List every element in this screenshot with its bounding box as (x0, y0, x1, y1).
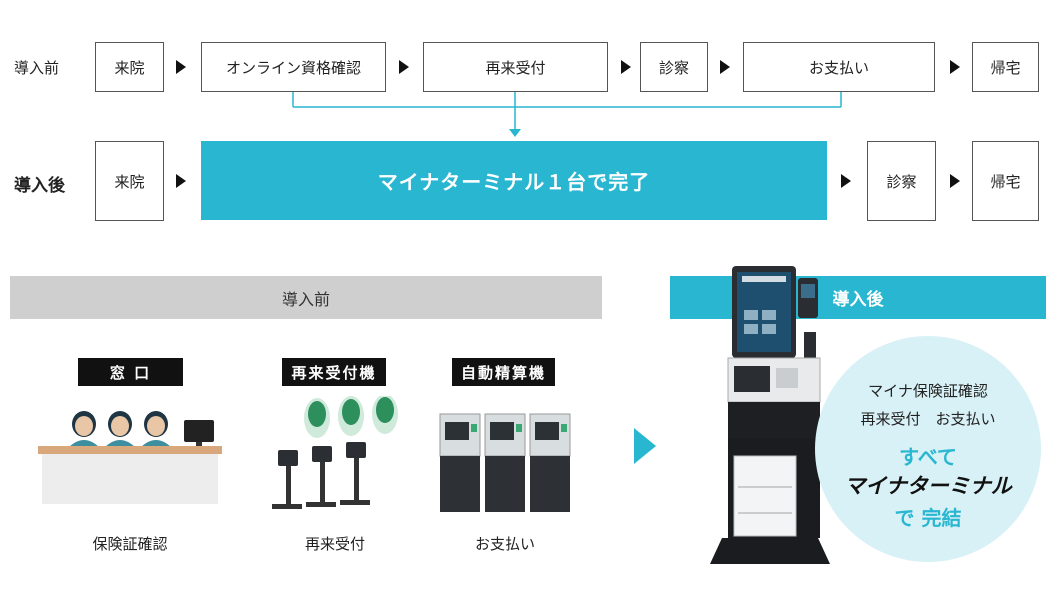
kiosk-icon (272, 398, 330, 509)
flow-step-home: 帰宅 (972, 42, 1039, 92)
payment-machines-illustration (439, 413, 571, 512)
arrow-right-icon (176, 60, 186, 74)
bubble-line-complete: で 完結 (894, 506, 962, 530)
station-tag-payment-machine: 自動精算機 (452, 358, 555, 386)
flow-after-home: 帰宅 (972, 141, 1039, 221)
bubble-line-insurance: マイナ保険証確認 (868, 382, 988, 400)
kiosk-icon (306, 396, 364, 507)
staff-person-icon (68, 411, 100, 448)
flow-step-exam: 診察 (640, 42, 708, 92)
arrow-right-icon (621, 60, 631, 74)
caption-payment: お支払い (474, 535, 535, 553)
monitor-icon (184, 420, 214, 448)
arrow-right-icon (950, 174, 960, 188)
transition-arrow-icon (634, 428, 656, 464)
arrow-right-icon (720, 60, 730, 74)
all-in-one-bubble (815, 336, 1041, 562)
reception-kiosks-illustration (272, 396, 398, 509)
arrow-right-icon (841, 174, 851, 188)
flow-step-reception: 再来受付 (423, 42, 608, 92)
flow-after-label: 導入後 (14, 176, 65, 196)
payment-machine-icon (529, 413, 571, 512)
flow-before-label: 導入前 (14, 59, 60, 77)
flow-after-exam: 診察 (867, 141, 936, 221)
flow-after-visit: 来院 (95, 141, 164, 221)
payment-machine-icon (484, 413, 526, 512)
reception-counter-illustration (38, 411, 222, 504)
arrow-right-icon (176, 174, 186, 188)
flow-step-payment: お支払い (743, 42, 935, 92)
merge-connector (292, 92, 842, 137)
before-header: 導入前 (10, 276, 602, 319)
payment-machine-icon (439, 413, 481, 512)
flow-step-visit: 来院 (95, 42, 164, 92)
arrow-right-icon (950, 60, 960, 74)
staff-person-icon (104, 411, 136, 448)
arrow-right-icon (399, 60, 409, 74)
caption-reception: 再来受付 (304, 535, 365, 553)
kiosk-icon (340, 396, 398, 505)
mynaterminal-illustration (710, 266, 830, 564)
flow-step-online-check: オンライン資格確認 (201, 42, 386, 92)
terminal-complete-bar: マイナターミナル１台で完了 (201, 141, 827, 220)
staff-person-icon (140, 411, 172, 448)
bubble-line-all: すべて (899, 445, 957, 469)
station-tag-counter: 窓 口 (78, 358, 183, 386)
bubble-line-terminal: マイナターミナル (844, 474, 1012, 498)
bubble-line-services: 再来受付 お支払い (860, 410, 996, 428)
caption-insurance-check: 保険証確認 (92, 535, 168, 553)
station-tag-reception-machine: 再来受付機 (282, 358, 386, 386)
